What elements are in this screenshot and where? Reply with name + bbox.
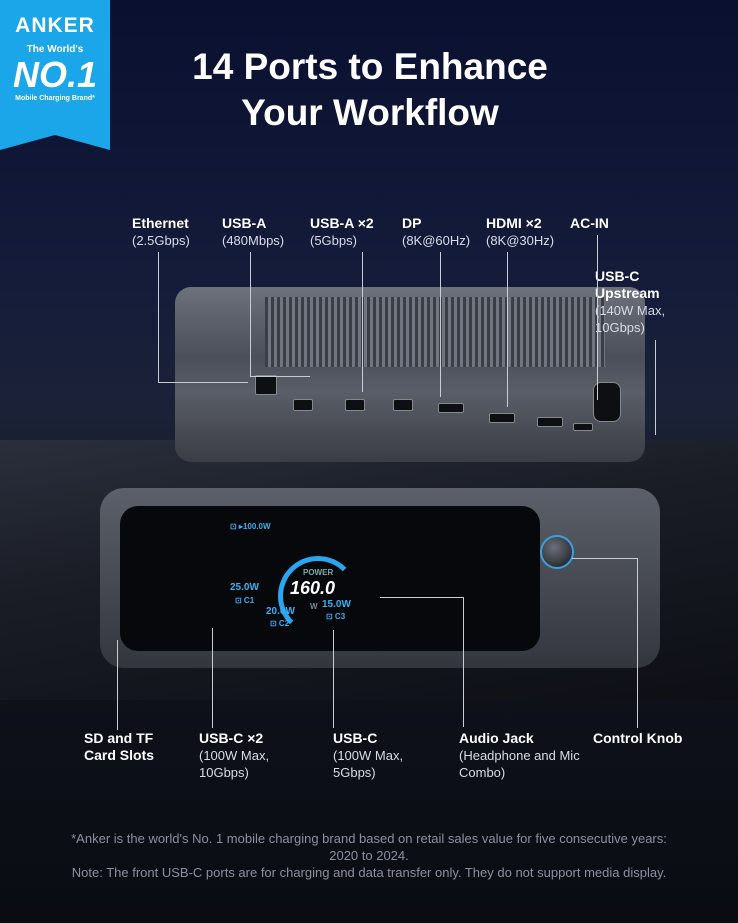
usb-c-port	[573, 423, 593, 431]
leader-line	[572, 558, 637, 559]
label-ac-in: AC-IN	[570, 215, 609, 231]
label-ethernet: Ethernet(2.5Gbps)	[132, 215, 190, 248]
dock-front-view: ⊡ ▸100.0W POWER 160.0 W 25.0W ⊡ C1 20.0W…	[100, 488, 660, 668]
leader-line	[212, 628, 213, 728]
leader-line	[117, 640, 118, 730]
c3-label: ⊡ C3	[326, 612, 346, 621]
footnote-line-2: Note: The front USB-C ports are for char…	[71, 865, 667, 880]
c1-label: ⊡ C1	[235, 596, 255, 605]
power-unit: W	[310, 602, 318, 611]
c2-label: ⊡ C2	[270, 619, 290, 628]
control-knob	[540, 535, 574, 569]
c3-readout: 15.0W	[322, 599, 351, 610]
label-sd-tf: SD and TF Card Slots	[84, 730, 155, 763]
leader-line	[158, 252, 159, 382]
c1-readout: 25.0W	[230, 582, 259, 593]
label-hdmi-x2: HDMI ×2(8K@30Hz)	[486, 215, 555, 248]
dock-rear-view	[175, 287, 645, 462]
dp-port	[438, 403, 464, 413]
hdmi-port	[489, 413, 515, 423]
usb-a-port	[393, 399, 413, 411]
title-line-1: 14 Ports to Enhance	[192, 46, 548, 87]
upstream-readout: ⊡ ▸100.0W	[230, 522, 271, 531]
label-usb-a: USB-A(480Mbps)	[222, 215, 285, 248]
label-usb-c: USB-C(100W Max, 5Gbps)	[333, 730, 404, 780]
leader-line	[463, 597, 464, 727]
badge-subtitle: The World's	[26, 44, 84, 55]
anker-logo: ANKER	[15, 14, 95, 37]
c2-readout: 20.0W	[266, 606, 295, 617]
display-screen: ⊡ ▸100.0W POWER 160.0 W 25.0W ⊡ C1 20.0W…	[120, 506, 540, 651]
leader-line	[333, 630, 334, 728]
leader-line	[380, 597, 463, 598]
ethernet-port	[255, 375, 277, 395]
usb-a-port	[293, 399, 313, 411]
leader-line	[362, 252, 363, 392]
label-audio-jack: Audio Jack(Headphone and Mic Combo)	[459, 730, 580, 780]
power-value: 160.0	[290, 578, 336, 598]
leader-line	[158, 382, 248, 383]
leader-line	[507, 252, 508, 407]
leader-line	[250, 252, 251, 377]
power-gauge	[278, 556, 358, 636]
anker-badge: ANKER The World's NO.1 Mobile Charging B…	[0, 0, 110, 150]
badge-rank: NO.1	[12, 54, 98, 95]
footnote: *Anker is the world's No. 1 mobile charg…	[60, 830, 678, 881]
title-line-2: Your Workflow	[241, 92, 499, 133]
label-usb-a-x2: USB-A ×2(5Gbps)	[310, 215, 374, 248]
label-usb-c-upstream: USB-C Upstream(140W Max, 10Gbps)	[595, 268, 666, 335]
leader-line	[250, 376, 310, 377]
label-dp: DP(8K@60Hz)	[402, 215, 471, 248]
usb-a-port	[345, 399, 365, 411]
label-control-knob: Control Knob	[593, 730, 683, 746]
leader-line	[655, 340, 656, 435]
hdmi-port	[537, 417, 563, 427]
page-title: 14 Ports to Enhance Your Workflow	[120, 44, 620, 136]
label-usb-c-x2: USB-C ×2(100W Max, 10Gbps)	[199, 730, 270, 780]
leader-line	[440, 252, 441, 397]
footnote-line-1: *Anker is the world's No. 1 mobile charg…	[71, 831, 667, 863]
badge-caption: Mobile Charging Brand*	[15, 95, 95, 102]
leader-line	[597, 235, 598, 400]
power-label: POWER	[303, 568, 334, 577]
leader-line	[637, 558, 638, 728]
vent-grill	[265, 297, 605, 367]
